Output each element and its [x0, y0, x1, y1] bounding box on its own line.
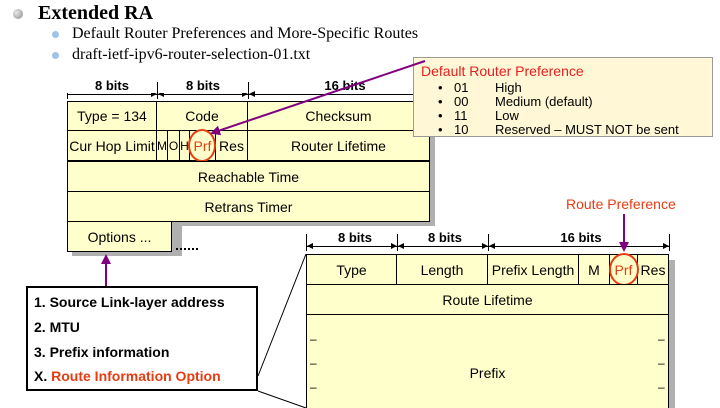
bit-label: 8 bits — [67, 78, 157, 93]
option-text-highlight: Route Information Option — [51, 368, 221, 384]
expansion-line — [257, 390, 307, 408]
arrow-head-icon — [482, 243, 488, 249]
option-item: 2. MTU — [34, 319, 80, 335]
preference-code: 01 — [454, 80, 469, 95]
expansion-line — [257, 253, 307, 377]
bit-label: 16 bits — [300, 78, 390, 93]
ra-checksum-field: Checksum — [248, 101, 430, 131]
bullet-icon: • — [438, 122, 443, 137]
bit-tick — [157, 82, 158, 99]
arrow-head-icon — [158, 91, 164, 97]
title-bullet-icon — [13, 9, 23, 19]
option-item: 3. Prefix information — [34, 344, 169, 360]
ra-cur-hop-limit-field: Cur Hop Limit — [67, 130, 157, 161]
preference-desc: High — [495, 80, 522, 95]
ra-res-field: Res — [216, 130, 248, 161]
option-text: MTU — [49, 319, 80, 335]
arrow-head-icon — [489, 243, 495, 249]
option-item: X. Route Information Option — [34, 368, 221, 384]
option-number: X. — [34, 368, 48, 384]
default-router-preference-callout: Default Router Preference • 01 High • 00… — [413, 57, 713, 137]
bullet-icon: • — [438, 108, 443, 123]
rio-prefix-field: Prefix — [306, 314, 669, 408]
bullet-icon: • — [438, 94, 443, 109]
preference-code: 10 — [454, 122, 469, 137]
rio-res-field: Res — [638, 254, 669, 285]
route-preference-label: Route Preference — [566, 196, 676, 212]
option-number: 3. — [34, 344, 46, 360]
bit-scale-line — [67, 94, 430, 95]
arrow-head-icon — [398, 243, 404, 249]
ra-reachable-time-field: Reachable Time — [67, 161, 430, 192]
bullet-text-2: draft-ietf-ipv6-router-selection-01.txt — [72, 46, 311, 63]
preference-desc: Medium (default) — [495, 94, 593, 109]
option-number: 2. — [34, 319, 46, 335]
bullet-icon: • — [438, 80, 443, 95]
option-list-box: 1. Source Link-layer address 2. MTU 3. P… — [26, 286, 258, 391]
field-dash: – — [658, 380, 665, 394]
rio-m-field: M — [579, 254, 610, 285]
continuation-dots — [176, 248, 198, 250]
rio-prefix-length-field: Prefix Length — [488, 254, 579, 285]
preference-desc: Reserved – MUST NOT be sent — [495, 122, 679, 137]
bit-tick — [669, 234, 670, 251]
bullet-icon — [52, 52, 59, 59]
option-text: Source Link-layer address — [49, 294, 225, 310]
bit-tick — [248, 82, 249, 99]
ra-router-lifetime-field: Router Lifetime — [248, 130, 430, 161]
bit-tick — [306, 234, 307, 251]
bit-label: 8 bits — [410, 230, 480, 245]
arrow-head-icon — [391, 243, 397, 249]
option-text: Prefix information — [49, 344, 170, 360]
page-title: Extended RA — [38, 2, 154, 24]
bit-label: 16 bits — [545, 230, 617, 245]
arrow-head-icon — [307, 243, 313, 249]
bit-label: 8 bits — [320, 230, 390, 245]
bit-tick — [397, 234, 398, 251]
field-dash: – — [310, 356, 317, 370]
preference-desc: Low — [495, 108, 519, 123]
ra-m-flag: M — [157, 130, 168, 161]
preference-code: 11 — [454, 108, 468, 123]
ra-o-flag: O — [168, 130, 180, 161]
option-item: 1. Source Link-layer address — [34, 294, 225, 310]
bit-label: 8 bits — [160, 78, 246, 93]
bit-tick — [488, 234, 489, 251]
rio-length-field: Length — [397, 254, 488, 285]
option-number: 1. — [34, 294, 46, 310]
field-dash: – — [658, 332, 665, 346]
arrow-head-icon — [151, 91, 157, 97]
bullet-text-1: Default Router Preferences and More-Spec… — [72, 25, 419, 42]
field-dash: – — [310, 380, 317, 394]
callout-title: Default Router Preference — [421, 63, 584, 79]
field-dash: – — [310, 332, 317, 346]
preference-code: 00 — [454, 94, 469, 109]
bullet-icon — [52, 31, 59, 38]
callout-arrow — [210, 60, 426, 136]
ra-type-field: Type = 134 — [67, 101, 157, 131]
ra-retrans-timer-field: Retrans Timer — [67, 191, 430, 222]
arrow-head-icon — [663, 243, 669, 249]
field-dash: – — [658, 356, 665, 370]
ra-options-field: Options ... — [67, 221, 172, 252]
arrow-head-icon — [242, 91, 248, 97]
arrow-head-icon — [249, 91, 255, 97]
